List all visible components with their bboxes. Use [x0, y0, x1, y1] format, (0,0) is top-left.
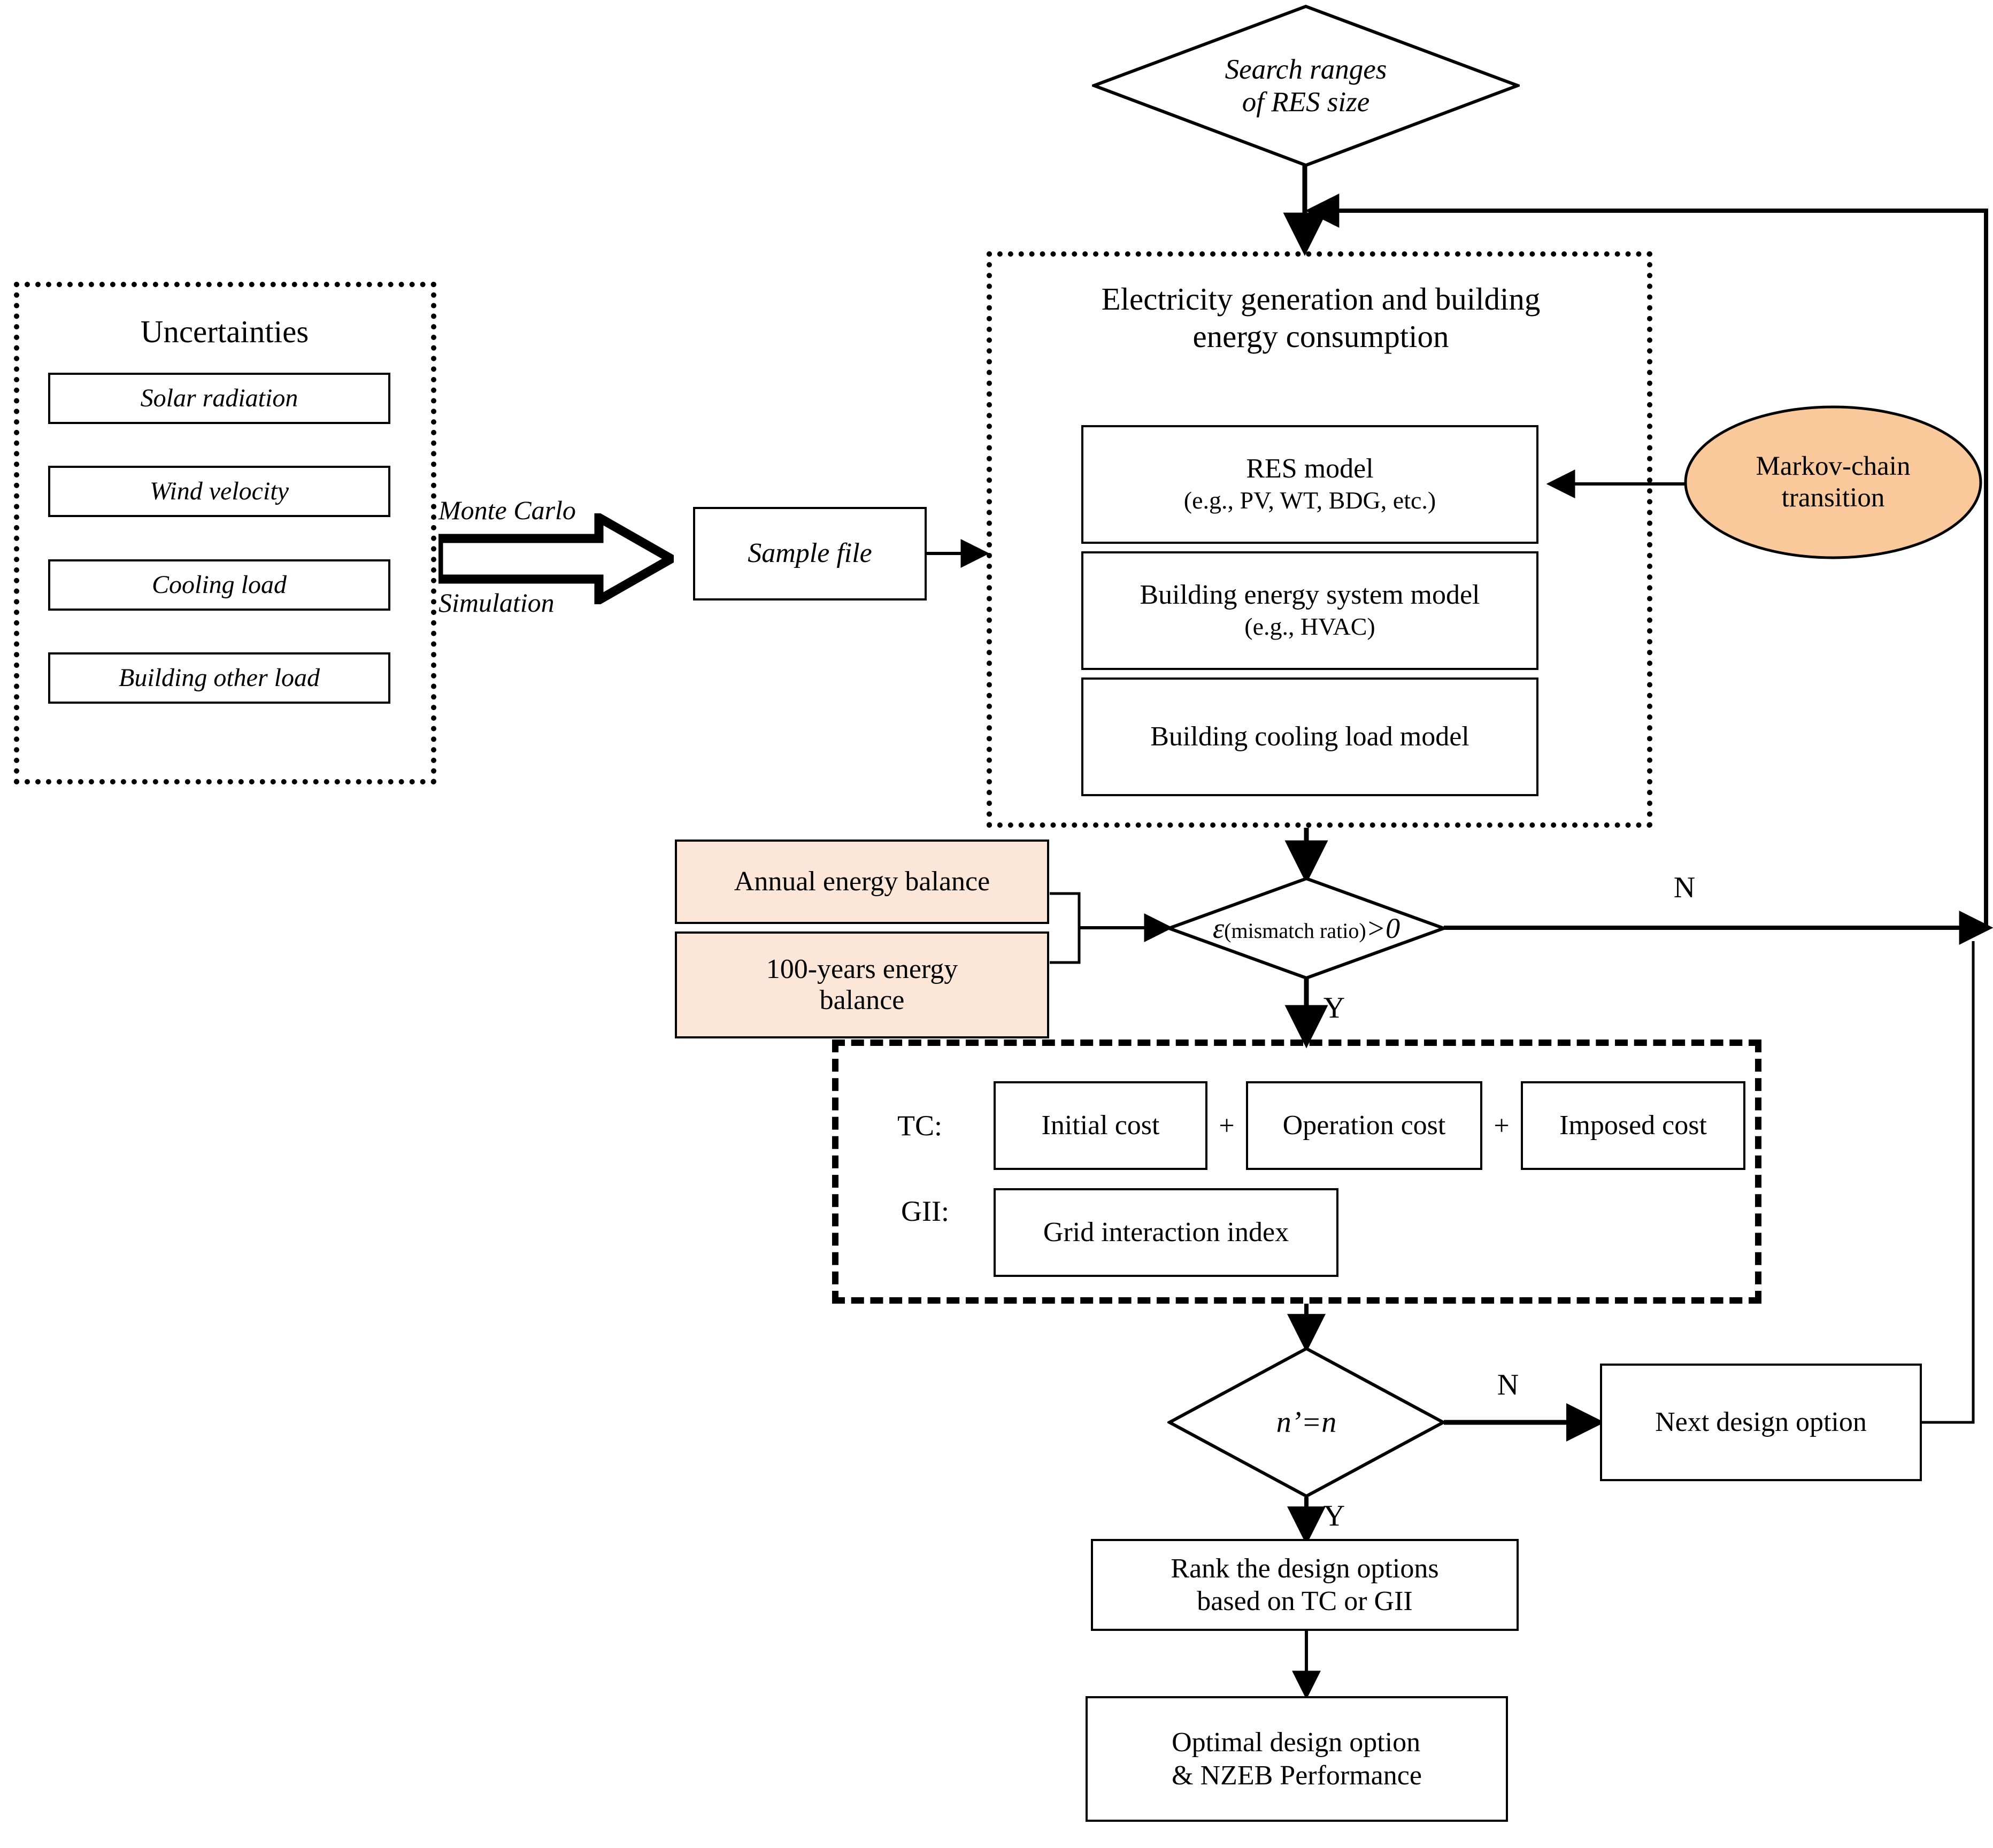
initial-cost-box[interactable]: Initial cost: [994, 1081, 1207, 1170]
monte-carlo-label-line1: Monte Carlo: [438, 495, 576, 525]
hundred-years-energy-balance-box[interactable]: 100-years energy balance: [675, 931, 1049, 1038]
mismatch-comparison: >0: [1366, 912, 1401, 944]
search-ranges-diamond[interactable]: Search ranges of RES size: [1092, 4, 1520, 167]
next-design-option-label: Next design option: [1655, 1406, 1867, 1437]
building-cooling-load-label: Building cooling load model: [1150, 721, 1469, 752]
sample-file-box[interactable]: Sample file: [693, 507, 927, 600]
electricity-title-line2: energy consumption: [1192, 319, 1449, 354]
mismatch-branch-yes-label: Y: [1323, 991, 1345, 1025]
imposed-cost-box[interactable]: Imposed cost: [1521, 1081, 1745, 1170]
optimal-line1: Optimal design option: [1172, 1727, 1421, 1758]
markov-line2: transition: [1781, 483, 1885, 513]
monte-carlo-block-arrow: [434, 510, 681, 608]
tc-term-label: Operation cost: [1282, 1110, 1446, 1141]
building-cooling-load-model-box[interactable]: Building cooling load model: [1081, 677, 1538, 796]
markov-line1: Markov-chain: [1756, 451, 1911, 482]
building-energy-system-model-box[interactable]: Building energy system model (e.g., HVAC…: [1081, 551, 1538, 670]
annual-energy-balance-label: Annual energy balance: [734, 866, 990, 897]
uncertainty-item-building-other-load[interactable]: Building other load: [48, 652, 390, 704]
rank-line2: based on TC or GII: [1197, 1586, 1413, 1616]
optimal-design-option-box[interactable]: Optimal design option & NZEB Performance: [1086, 1696, 1508, 1822]
objectives-group: [832, 1040, 1761, 1304]
electricity-generation-group: [987, 251, 1652, 828]
search-ranges-line1: Search ranges: [1225, 53, 1387, 85]
loop-condition-diamond[interactable]: n’=n: [1167, 1346, 1445, 1498]
rank-line1: Rank the design options: [1171, 1553, 1439, 1584]
uncertainty-item-solar-radiation[interactable]: Solar radiation: [48, 373, 390, 424]
next-design-option-box[interactable]: Next design option: [1600, 1364, 1922, 1481]
markov-chain-transition-ellipse[interactable]: Markov-chain transition: [1683, 405, 1983, 560]
tc-label: TC:: [897, 1110, 942, 1142]
uncertainties-title: Uncertainties: [140, 313, 309, 349]
uncertainty-item-wind-velocity[interactable]: Wind velocity: [48, 466, 390, 517]
loop-branch-no-label: N: [1497, 1368, 1519, 1402]
monte-carlo-label-line2: Simulation: [438, 588, 555, 618]
tc-term-label: Initial cost: [1041, 1110, 1160, 1141]
building-energy-model-line1: Building energy system model: [1140, 579, 1480, 610]
grid-interaction-index-box[interactable]: Grid interaction index: [994, 1188, 1338, 1277]
uncertainty-item-cooling-load[interactable]: Cooling load: [48, 559, 390, 611]
loop-condition-label: n’=n: [1276, 1405, 1337, 1439]
mismatch-subscript: (mismatch ratio): [1224, 918, 1366, 943]
search-ranges-line2: of RES size: [1242, 86, 1370, 118]
tc-term-label: Imposed cost: [1559, 1110, 1707, 1141]
electricity-title-line1: Electricity generation and building: [1101, 281, 1541, 317]
building-energy-model-line2: (e.g., HVAC): [1244, 613, 1375, 640]
mismatch-branch-no-label: N: [1673, 871, 1696, 904]
sample-file-label: Sample file: [748, 538, 872, 569]
gii-term-label: Grid interaction index: [1043, 1216, 1289, 1248]
uncertainty-item-label: Cooling load: [151, 571, 287, 599]
optimal-line2: & NZEB Performance: [1172, 1760, 1422, 1791]
annual-energy-balance-box[interactable]: Annual energy balance: [675, 840, 1049, 924]
uncertainty-item-label: Wind velocity: [150, 477, 289, 506]
loop-branch-yes-label: Y: [1323, 1499, 1345, 1533]
uncertainty-item-label: Building other load: [119, 664, 320, 692]
uncertainties-group: [14, 282, 436, 784]
operation-cost-box[interactable]: Operation cost: [1246, 1081, 1482, 1170]
res-model-line1: RES model: [1246, 453, 1374, 484]
res-model-line2: (e.g., PV, WT, BDG, etc.): [1183, 487, 1436, 514]
rank-design-options-box[interactable]: Rank the design options based on TC or G…: [1091, 1539, 1519, 1631]
mismatch-ratio-diamond[interactable]: ε(mismatch ratio)>0: [1167, 877, 1445, 980]
mismatch-symbol: ε: [1212, 912, 1225, 944]
hundred-years-line1: 100-years energy: [766, 953, 958, 984]
plus-sign-1: +: [1219, 1110, 1235, 1141]
plus-sign-2: +: [1494, 1110, 1510, 1141]
uncertainty-item-label: Solar radiation: [140, 384, 298, 413]
gii-label: GII:: [901, 1195, 949, 1227]
electricity-title: Electricity generation and building ener…: [1005, 278, 1636, 358]
res-model-box[interactable]: RES model (e.g., PV, WT, BDG, etc.): [1081, 425, 1538, 544]
hundred-years-line2: balance: [819, 985, 905, 1015]
